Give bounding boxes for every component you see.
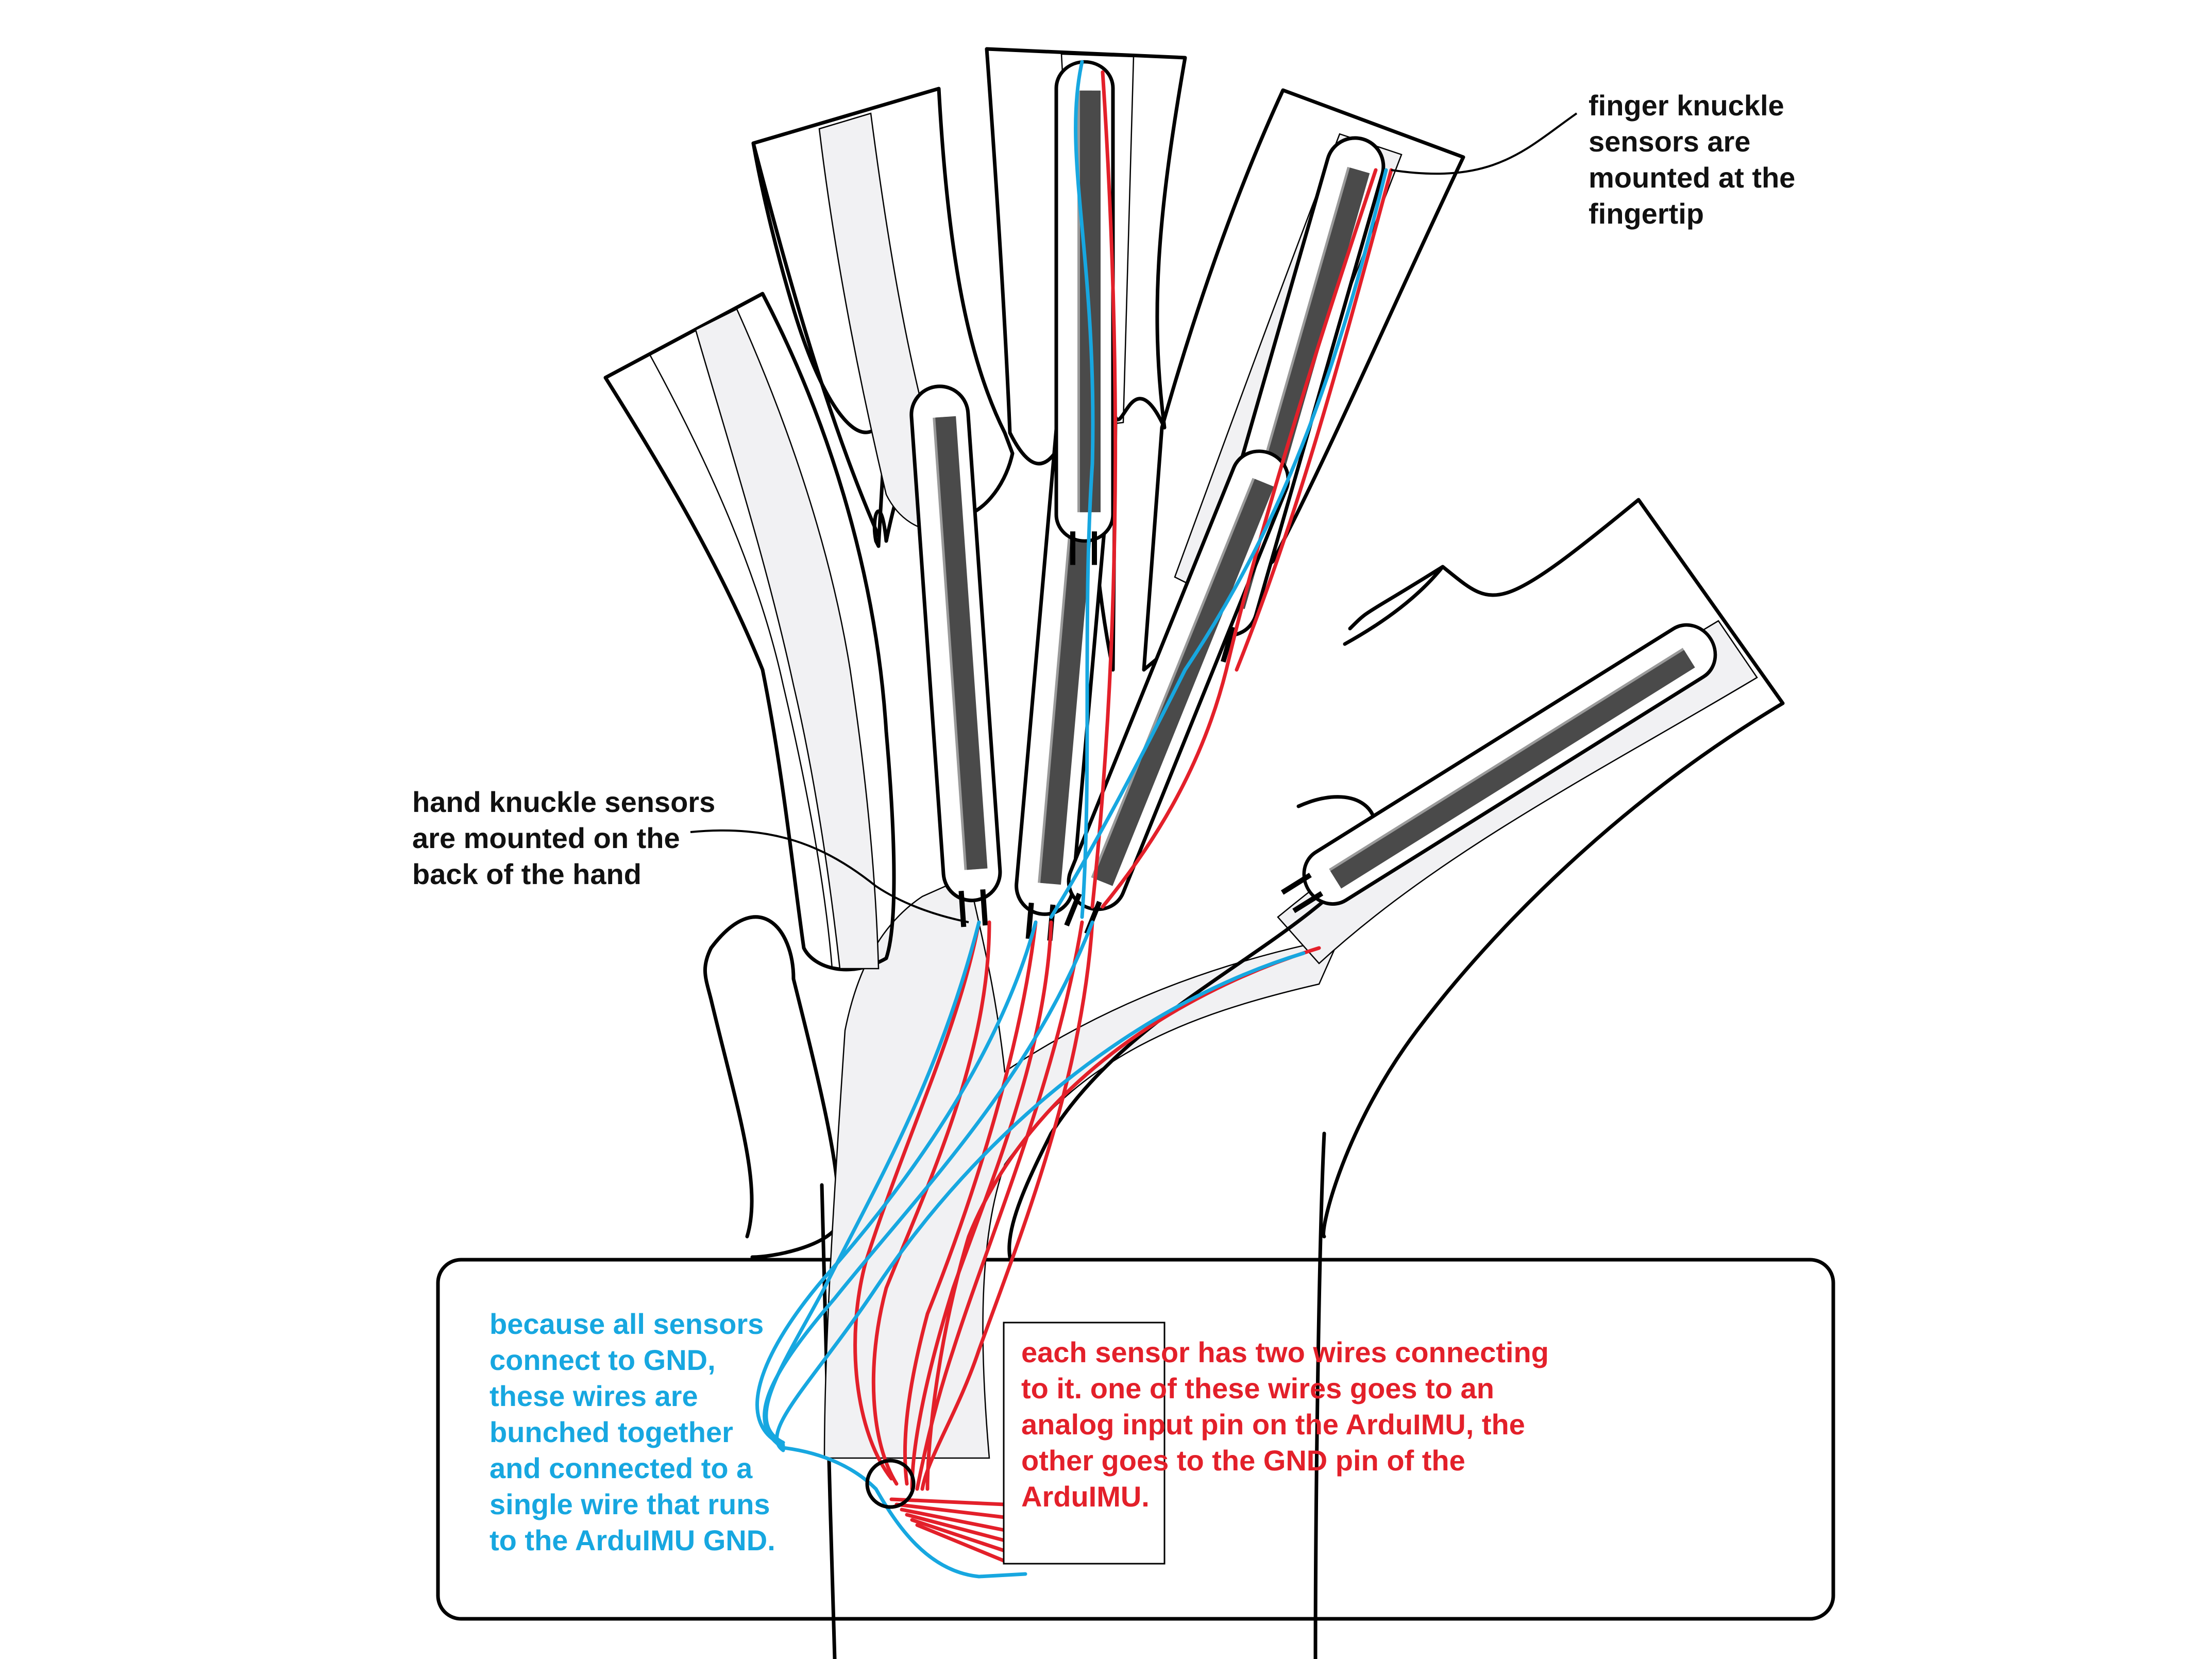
label-gnd-line-2: connect to GND, [489,1344,716,1376]
label-gnd-line-3: these wires are [489,1380,698,1412]
arduimu-box [1003,1322,1166,1565]
wrist-box [436,1258,1835,1621]
label-finger-line-3: mounted at the [1589,161,1796,194]
wrist-line-right [1313,1131,1326,1659]
label-gnd-line-4: bunched together [489,1416,733,1448]
label-gnd-line-1: because all sensors [489,1308,764,1340]
label-wires-line-1: each sensor has two wires connecting [1021,1336,1549,1368]
finger-index [603,292,896,972]
red-wires [853,70,1393,1563]
label-wires-line-3: analog input pin on the ArduIMU, the [1021,1408,1525,1441]
leader-finger [1391,112,1578,175]
leader-hand [690,829,969,923]
label-wires-line-4: other goes to the GND pin of the [1021,1444,1465,1477]
label-wires-line-5: ArduIMU. [1021,1480,1150,1513]
sensor-pinky-hand [1274,615,1726,926]
label-finger-line-1: finger knuckle [1589,89,1784,122]
sensor-long-finger [1056,62,1113,565]
label-gnd: because all sensors connect to GND, thes… [489,1306,775,1559]
thumb-outline [709,915,841,1259]
label-gnd-line-7: to the ArduIMU GND. [489,1524,775,1556]
label-finger-knuckle: finger knuckle sensors are mounted at th… [1589,88,1795,232]
label-hand-line-2: are mounted on the [412,822,680,854]
palm-lower-thumb [703,946,754,1239]
sensor-index-hand [909,384,1004,928]
label-hand-knuckle: hand knuckle sensors are mounted on the … [412,784,715,892]
label-wires: each sensor has two wires connecting to … [1021,1334,1549,1515]
label-finger-line-2: sensors are [1589,125,1751,158]
blue-wires [755,60,1388,1579]
label-hand-line-1: hand knuckle sensors [412,786,716,818]
label-finger-line-4: fingertip [1589,197,1704,230]
label-hand-line-3: back of the hand [412,858,641,890]
label-gnd-line-6: single wire that runs [489,1488,770,1520]
gnd-junction [865,1459,916,1509]
label-wires-line-2: to it. one of these wires goes to an [1021,1372,1494,1404]
label-gnd-line-5: and connected to a [489,1452,753,1484]
